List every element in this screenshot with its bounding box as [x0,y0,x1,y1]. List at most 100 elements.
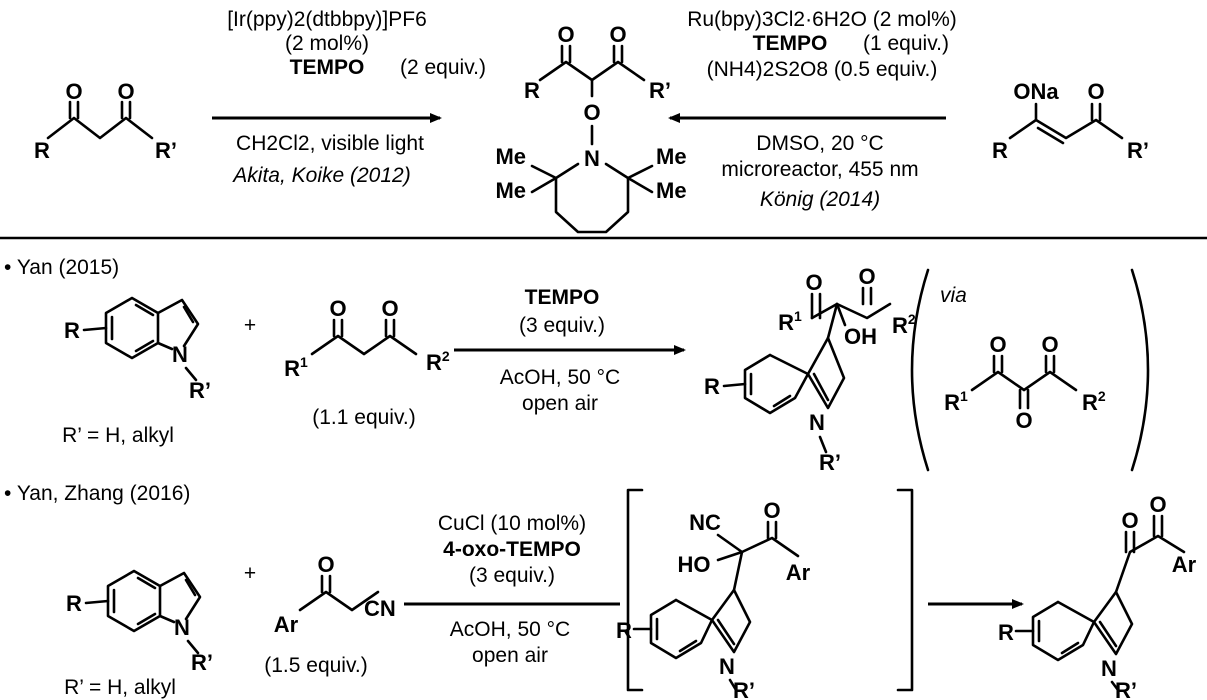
tempo-adduct-structure: O O R R’ O N Me Me Me Me [495,22,687,234]
right-bracket [896,488,914,692]
tempo-amount: (2 equiv.) [400,56,486,79]
oxo-tempo-reagent: 4-oxo-TEMPO [443,538,581,561]
section-header-yan-2015: • Yan (2015) [4,256,119,279]
reference-konig: König (2014) [760,188,880,211]
hydroxyl-label: OH [844,324,877,349]
oxygen-label: O [805,270,822,295]
r-prime-label: R’ [733,678,755,700]
open-air: open air [522,392,598,415]
oxygen-label: O [557,22,574,47]
nitrogen-label: N [809,410,825,435]
oxo-tempo-amount: (3 equiv.) [469,564,555,587]
nitrile-equiv: (1.5 equiv.) [264,654,368,677]
r-prime-label: R’ [155,138,177,163]
oxygen-label: O [763,498,780,523]
r2-label: R2 [1082,388,1106,415]
tempo-reagent: TEMPO [525,286,600,309]
r1-label: R1 [284,354,308,381]
oxygen-label: O [1149,492,1166,517]
cyanohydrin-intermediate: NC O Ar HO R N R’ [616,498,811,700]
nitrogen-label: N [719,654,735,679]
r-prime-label: R’ [191,650,213,675]
r-prime-label: R’ [649,78,671,103]
persulfate-additive: (NH4)2S2O8 (0.5 equiv.) [707,58,938,81]
solvent-light: CH2Cl2, visible light [236,132,424,155]
nitrogen-label: N [584,146,600,171]
r-prime-label: R’ [1115,678,1137,700]
oxygen-label: O [317,552,334,577]
aryl-label: Ar [274,612,299,637]
acetic-acid-conditions: AcOH, 50 °C [450,618,570,641]
r-group-label: R [998,620,1014,645]
oxygen-label: O [65,79,82,104]
r-group-label: R [524,78,540,103]
ir-catalyst: [Ir(ppy)2(dtbbpy)]PF6 [227,8,427,31]
methyl-label: Me [656,178,687,203]
tempo-reagent: TEMPO [753,32,828,55]
r-group-label: R [992,138,1008,163]
microreactor-setup: microreactor, 455 nm [721,158,918,181]
section-header-yan-zhang-2016: • Yan, Zhang (2016) [4,482,190,505]
sodium-enolate-structure: ONa O R R’ [992,79,1149,163]
oxygen-label: O [609,22,626,47]
r1-label: R1 [944,388,968,415]
diketone-reactant-1: O O R1 R2 [284,296,450,381]
r1-label: R1 [778,308,802,335]
r-prime-note: R’ = H, alkyl [62,424,174,447]
r-prime-label: R’ [819,450,841,475]
oxygen-label: O [1087,79,1104,104]
r2-label: R2 [892,311,916,338]
right-parenthesis [1130,268,1150,472]
r-group-label: R [64,318,80,343]
r-group-label: R [66,591,82,616]
oxygen-label: O [1015,408,1032,433]
copper-catalyst: CuCl (10 mol%) [438,512,586,535]
nitrogen-label: N [1101,656,1117,681]
oxygen-label: O [381,296,398,321]
tempo-reagent: TEMPO [290,56,365,79]
aryl-label: Ar [786,560,811,585]
r-prime-note: R’ = H, alkyl [64,676,176,699]
ir-loading: (2 mol%) [285,32,369,55]
nitrile-label: CN [364,596,396,621]
methyl-label: Me [495,144,526,169]
aryl-label: Ar [1172,552,1197,577]
r-prime-label: R’ [1127,138,1149,163]
open-air: open air [472,644,548,667]
oxygen-label: O [329,296,346,321]
plus-sign: + [244,314,256,337]
left-parenthesis [910,268,930,472]
acetic-acid-conditions: AcOH, 50 °C [500,366,620,389]
tempo-amount: (1 equiv.) [863,32,949,55]
nitrogen-label: N [174,615,190,640]
oxygen-label: O [858,264,875,289]
diketone-structure-left: O O R R’ [34,79,177,163]
solvent-temperature: DMSO, 20 °C [756,132,883,155]
via-label: via [940,284,967,307]
oxygen-label: O [1041,332,1058,357]
diketone-equiv: (1.1 equiv.) [312,406,416,429]
oxygen-label: O [1121,508,1138,533]
r2-label: R2 [426,348,450,375]
methyl-label: Me [656,144,687,169]
tempo-amount: (3 equiv.) [519,314,605,337]
nitrogen-label: N [172,342,188,367]
r-prime-label: R’ [189,378,211,403]
ru-catalyst: Ru(bpy)3Cl2·6H2O (2 mol%) [687,8,957,31]
plus-sign: + [244,562,256,585]
hydroxyl-label: HO [678,552,711,577]
oxygen-label: O [583,100,600,125]
indolyl-diketone-product: O O Ar R N R’ [998,492,1197,700]
r-group-label: R [704,374,720,399]
r-group-label: R [616,618,632,643]
methyl-label: Me [495,178,526,203]
hydroxy-diketone-product: O O R1 R2 OH R N R’ [704,264,916,475]
sodium-oxide-label: ONa [1013,79,1059,104]
oxygen-label: O [117,79,134,104]
left-bracket [626,488,644,692]
benzoylacetonitrile-reactant: O Ar CN [274,552,396,637]
oxygen-label: O [989,332,1006,357]
triketone-intermediate: O O O R1 R2 [944,332,1106,433]
cyano-label: NC [689,510,721,535]
